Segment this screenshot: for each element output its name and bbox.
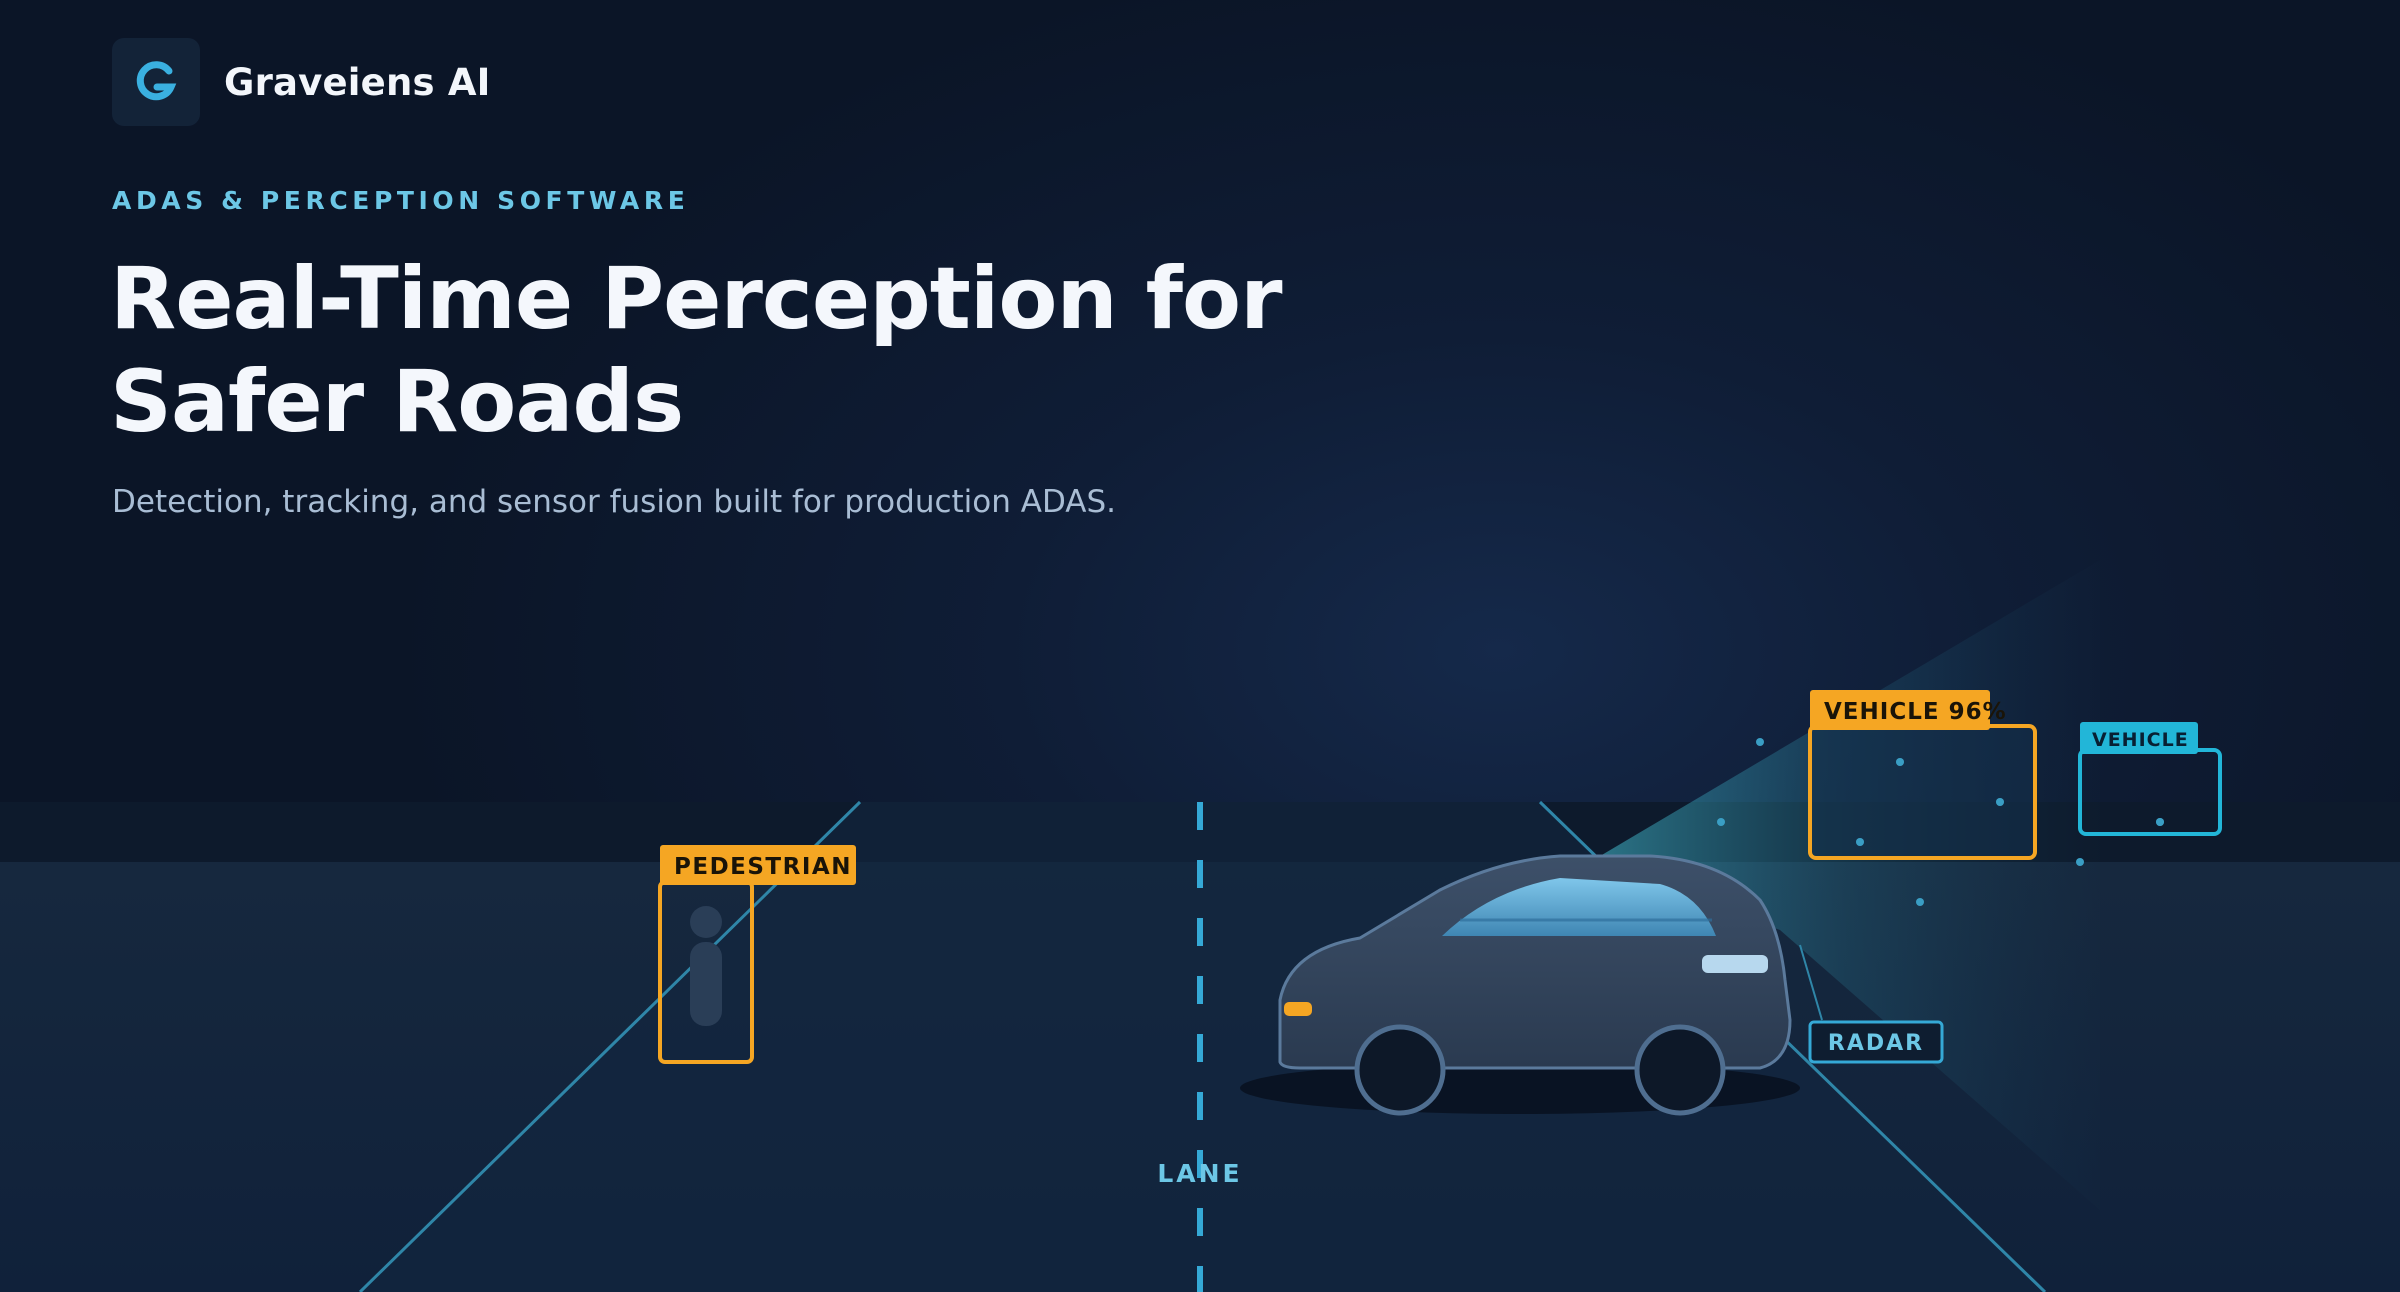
g-logo-icon [136, 61, 177, 101]
vehicle-detection-primary: VEHICLE 96% [1808, 690, 2037, 860]
radar-tag: RADAR [1799, 944, 1944, 1064]
vehicle-primary-box [1808, 724, 2037, 860]
header: Graveiens AI [112, 38, 491, 126]
car-taillight [1702, 955, 1768, 973]
pedestrian-label: PEDESTRIAN [674, 854, 852, 880]
hero-subtitle: Detection, tracking, and sensor fusion b… [112, 484, 1117, 520]
rear-wheel [1634, 1024, 1726, 1116]
ego-car [1240, 854, 1800, 1116]
lane-label: LANE [1157, 1159, 1242, 1188]
pedestrian-label-bg [660, 845, 856, 885]
hero-eyebrow: ADAS & PERCEPTION SOFTWARE [112, 186, 690, 215]
pedestrian-body [690, 942, 722, 1026]
vehicle-secondary-label: VEHICLE [2092, 729, 2189, 751]
logo[interactable] [112, 38, 200, 126]
vehicle-detection-secondary: VEHICLE [2078, 722, 2222, 836]
pedestrian-head [690, 906, 722, 938]
front-wheel [1354, 1024, 1446, 1116]
radar-label: RADAR [1828, 1031, 1924, 1056]
radar-box [1808, 1020, 1944, 1064]
hero-title-line-1: Real-Time Perception for [110, 249, 1283, 349]
vehicle-secondary-label-bg [2080, 722, 2198, 754]
vehicle-primary-label: VEHICLE 96% [1824, 699, 2007, 725]
pedestrian-detection: PEDESTRIAN [658, 845, 856, 1064]
hero-title: Real-Time Perception for Safer Roads [110, 248, 1310, 454]
car-headlight [1284, 1002, 1312, 1016]
hero-title-line-2: Safer Roads [110, 352, 684, 452]
brand-name[interactable]: Graveiens AI [224, 60, 491, 104]
vehicle-primary-label-bg [1810, 690, 1990, 730]
